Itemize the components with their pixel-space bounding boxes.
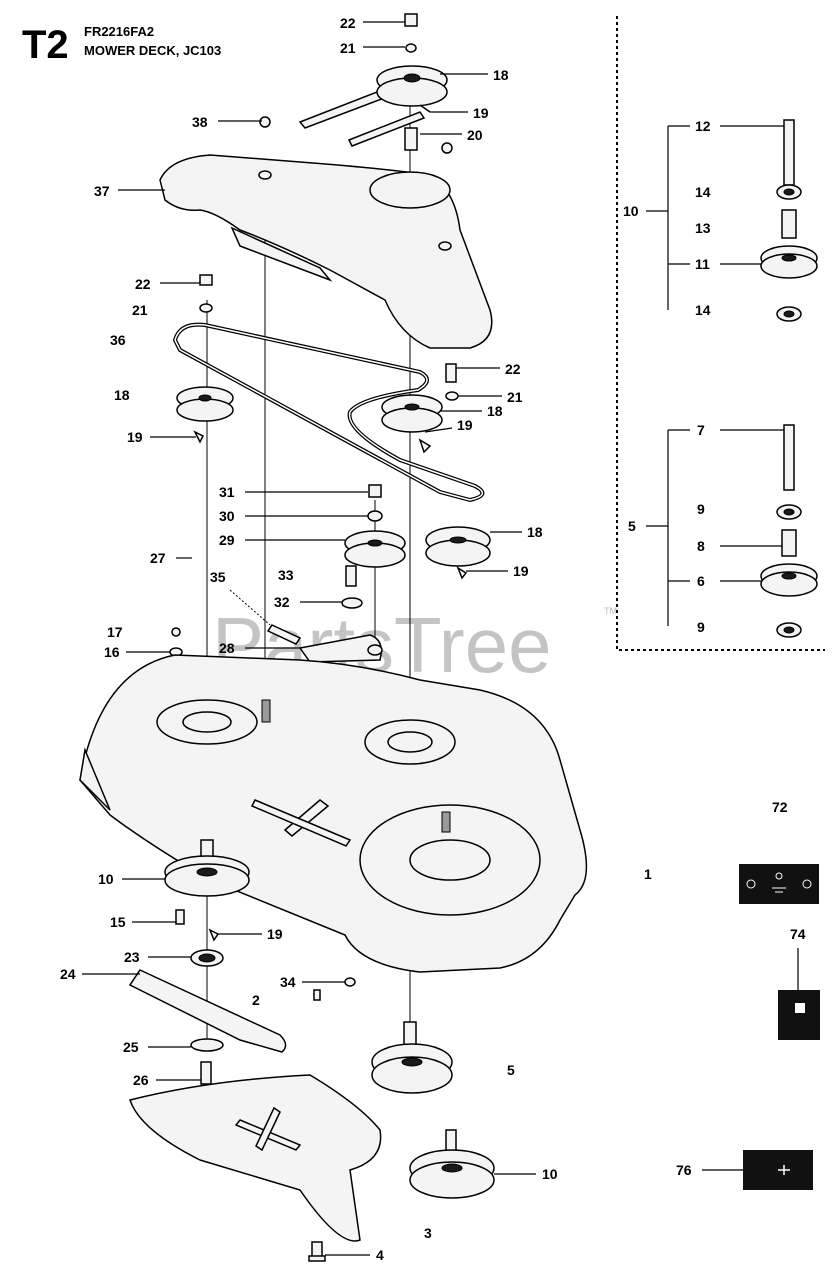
decal-labels: 72 1 74 76	[644, 799, 820, 1190]
idler-arm	[169, 589, 383, 663]
inset-item: 6	[697, 573, 705, 589]
callout: 18	[527, 524, 543, 540]
callout: 22	[505, 361, 521, 377]
decal-callout: 76	[676, 1162, 692, 1178]
callout: 3	[424, 1225, 432, 1241]
callout: 10	[542, 1166, 558, 1182]
callout: 19	[513, 563, 529, 579]
callout: 21	[132, 302, 148, 318]
inset-item: 9	[697, 501, 705, 517]
callout: 27	[150, 550, 166, 566]
callout: 17	[107, 624, 123, 640]
decal-label-74	[778, 990, 820, 1040]
callout: 34	[280, 974, 296, 990]
callout: 21	[507, 389, 523, 405]
callout: 22	[340, 15, 356, 31]
callout: 31	[219, 484, 235, 500]
bottom-spindle-assembly	[409, 1129, 495, 1199]
inset-item: 12	[695, 118, 711, 134]
inset-item: 7	[697, 422, 705, 438]
callout: 25	[123, 1039, 139, 1055]
callout: 38	[192, 114, 208, 130]
mower-deck	[79, 654, 588, 973]
callout: 4	[376, 1247, 384, 1263]
callout: 19	[127, 429, 143, 445]
left-spindle-assembly	[128, 839, 356, 1085]
callout: 15	[110, 914, 126, 930]
callout: 19	[267, 926, 283, 942]
callout: 36	[110, 332, 126, 348]
inset-upper-spindle: 10 12 14 13 11 14	[623, 118, 818, 322]
callout: 37	[94, 183, 110, 199]
callout-numbers: 22 21 18 19 20 38 37 22 21 36 22 21 18 1…	[60, 15, 558, 1263]
callout: 18	[487, 403, 503, 419]
callout: 19	[457, 417, 473, 433]
inset-item: 8	[697, 538, 705, 554]
inset-border	[616, 16, 825, 651]
inset-item: 9	[697, 619, 705, 635]
callout: 10	[98, 871, 114, 887]
callout-leaders	[82, 21, 536, 1256]
callout: 18	[114, 387, 130, 403]
callout: 21	[340, 40, 356, 56]
callout: 24	[60, 966, 76, 982]
diagram-title: MOWER DECK, JC103	[84, 43, 221, 58]
inset-lower-spindle: 5 7 9 8 6 9	[628, 422, 818, 638]
drive-belt	[172, 322, 485, 503]
decal-callout: 1	[644, 866, 652, 882]
deck-cover	[129, 1074, 382, 1242]
callout: 29	[219, 532, 235, 548]
callout: 19	[473, 105, 489, 121]
callout: 35	[210, 569, 226, 585]
idler-pulley-assembly	[341, 484, 491, 609]
decal-label-1	[739, 864, 819, 904]
right-spindle-assembly	[371, 1021, 453, 1094]
inset-group-label: 10	[623, 203, 639, 219]
top-pulley-assembly	[298, 13, 448, 151]
callout: 22	[135, 276, 151, 292]
belt-cover	[159, 116, 493, 349]
right-pulley-assembly	[381, 363, 459, 454]
callout: 16	[104, 644, 120, 660]
callout: 33	[278, 567, 294, 583]
callout: 30	[219, 508, 235, 524]
callout: 18	[493, 67, 509, 83]
inset-item: 13	[695, 220, 711, 236]
callout: 2	[252, 992, 260, 1008]
section-code: T2	[22, 23, 69, 67]
inset-item: 11	[695, 256, 710, 272]
callout: 5	[507, 1062, 515, 1078]
inset-item: 14	[695, 302, 711, 318]
decal-callout: 72	[772, 799, 788, 815]
bolt-4	[308, 1241, 326, 1262]
callout: 28	[219, 640, 235, 656]
callout: 26	[133, 1072, 149, 1088]
inset-group-label: 5	[628, 518, 636, 534]
callout: 32	[274, 594, 290, 610]
callout: 23	[124, 949, 140, 965]
watermark-tm: TM	[604, 606, 617, 616]
callout: 20	[467, 127, 483, 143]
left-pulley-assembly	[176, 274, 234, 444]
inset-item: 14	[695, 184, 711, 200]
decal-callout: 74	[790, 926, 806, 942]
model-number: FR2216FA2	[84, 24, 154, 39]
